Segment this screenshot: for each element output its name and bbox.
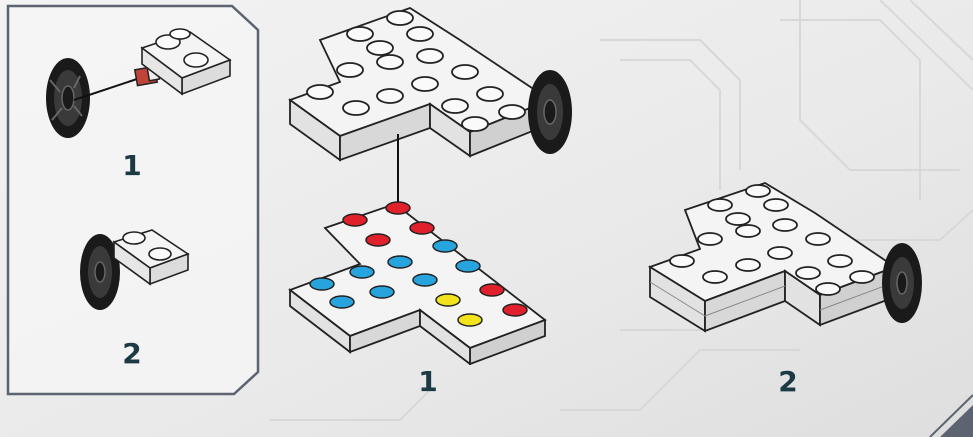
sub-step-2-illustration bbox=[70, 220, 210, 320]
wheel-icon bbox=[46, 58, 90, 138]
sub-step-1-number: 1 bbox=[112, 152, 152, 180]
wheel-icon bbox=[528, 70, 572, 154]
brick-plate-icon bbox=[650, 183, 895, 331]
main-step-1-illustration bbox=[280, 0, 590, 365]
main-step-2-illustration bbox=[640, 175, 940, 365]
brick-plate-icon bbox=[142, 29, 230, 94]
wheel-icon bbox=[882, 243, 922, 323]
sub-step-2-number: 2 bbox=[112, 340, 152, 368]
brick-plate-icon bbox=[114, 230, 188, 284]
main-step-1-number: 1 bbox=[408, 368, 448, 396]
sub-step-1-illustration bbox=[30, 20, 240, 150]
main-step-2-number: 2 bbox=[768, 368, 808, 396]
sub-assembly-panel: 1 2 bbox=[0, 0, 270, 400]
brick-plate-icon bbox=[290, 8, 550, 160]
